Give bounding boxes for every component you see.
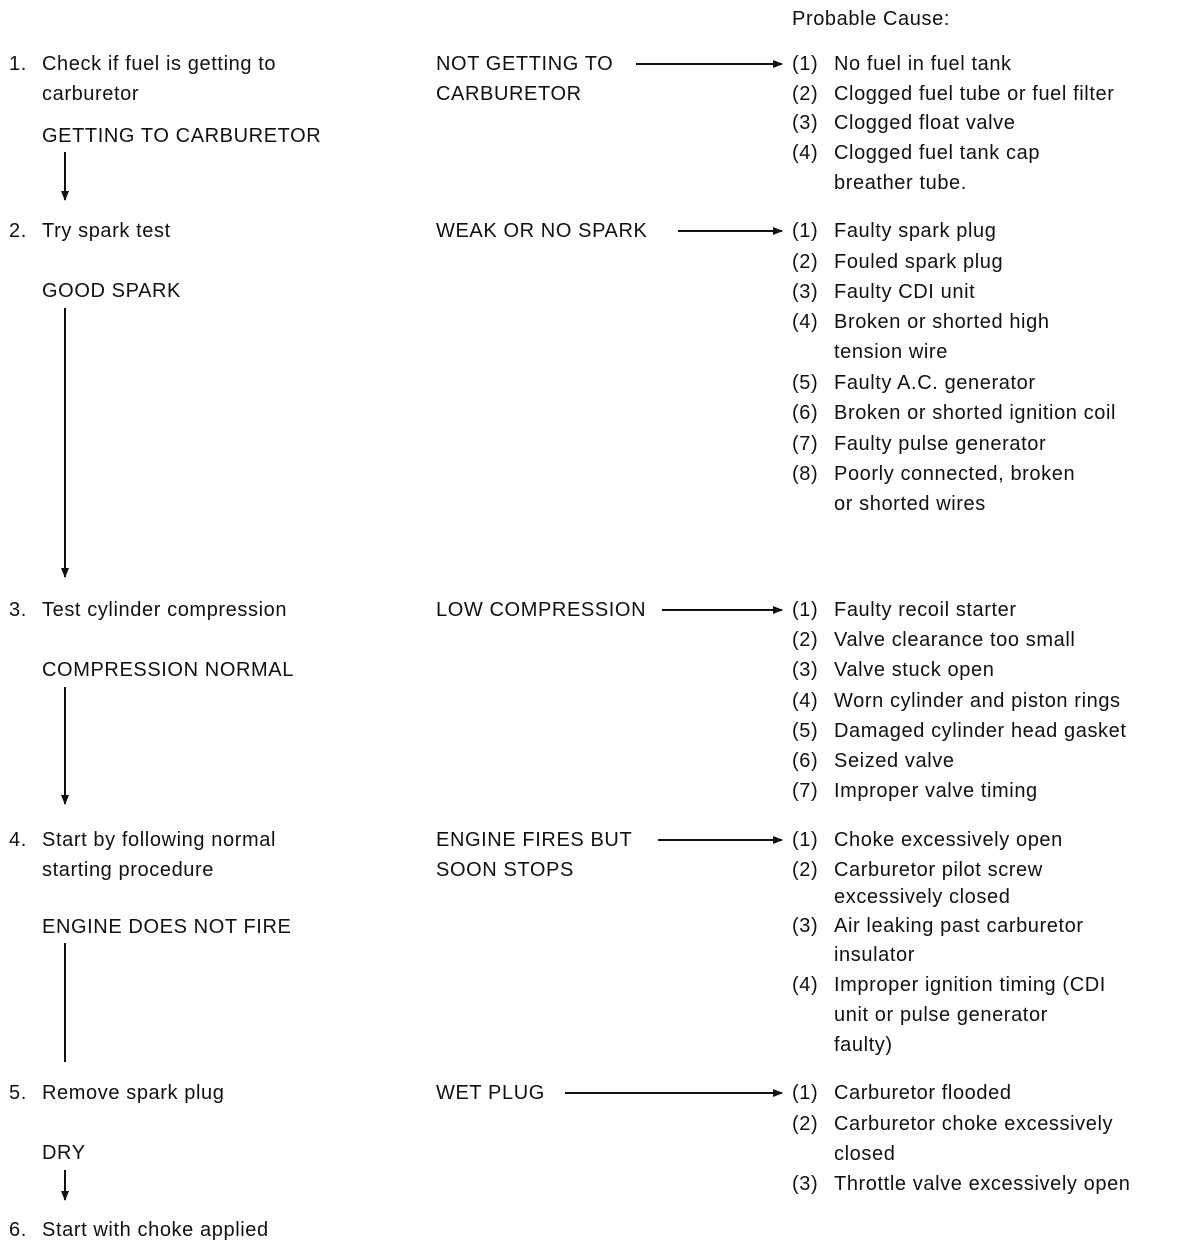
step-3-cause-4-text: Worn cylinder and piston rings (834, 690, 1121, 712)
step-4-cause-4-text-line-2: unit or pulse generator (834, 1004, 1048, 1026)
step-1-number: 1. (9, 53, 27, 75)
step-2-cause-7-text: Faulty pulse generator (834, 433, 1047, 455)
step-2-cause-6-number: (6) (792, 402, 819, 424)
step-4-text-line-1: Start by following normal (42, 829, 276, 851)
step-2-cause-1-text: Faulty spark plug (834, 220, 997, 242)
step-2-cause-4-number: (4) (792, 311, 819, 333)
step-4-cause-3-text-line-2: insulator (834, 944, 915, 966)
step-3-text-line-1: Test cylinder compression (42, 599, 288, 621)
step-5-cause-1-text: Carburetor flooded (834, 1082, 1012, 1104)
step-4-cause-2-number: (2) (792, 859, 819, 881)
step-2-number: 2. (9, 220, 27, 242)
step-5-cause-1-number: (1) (792, 1082, 819, 1104)
step-4-cause-1-text: Choke excessively open (834, 829, 1063, 851)
step-1-fail-line-1: NOT GETTING TO (436, 53, 614, 75)
step-5-cause-3-number: (3) (792, 1173, 819, 1195)
step-2-cause-1-number: (1) (792, 220, 819, 242)
step-1-fail-line-2: CARBURETOR (436, 83, 582, 105)
step-2-cause-7-number: (7) (792, 433, 819, 455)
step-3-cause-2-number: (2) (792, 629, 819, 651)
step-1-text-line-2: carburetor (42, 83, 140, 105)
step-3-cause-5-number: (5) (792, 720, 819, 742)
step-6-text-line-1: Start with choke applied (42, 1219, 269, 1241)
step-4-fail-line-2: SOON STOPS (436, 859, 574, 881)
step-2-cause-8-text-line-2: or shorted wires (834, 493, 986, 515)
step-3-cause-6-text: Seized valve (834, 750, 955, 772)
step-4-text-line-2: starting procedure (42, 859, 215, 881)
step-3-cause-7-number: (7) (792, 780, 819, 802)
step-3-pass-label: COMPRESSION NORMAL (42, 659, 294, 681)
probable-cause-header: Probable Cause: (792, 8, 950, 30)
step-4-cause-4-text-line-3: faulty) (834, 1034, 893, 1056)
step-1-cause-2-text: Clogged fuel tube or fuel filter (834, 83, 1115, 105)
step-1-cause-3-text: Clogged float valve (834, 112, 1016, 134)
step-6-number: 6. (9, 1219, 27, 1241)
step-5-cause-2-text-line-2: closed (834, 1143, 896, 1165)
step-3-number: 3. (9, 599, 27, 621)
step-2-cause-4-text-line-2: tension wire (834, 341, 948, 363)
step-2-cause-4-text-line-1: Broken or shorted high (834, 311, 1050, 333)
step-3-fail-line-1: LOW COMPRESSION (436, 599, 647, 621)
step-2-text-line-1: Try spark test (42, 220, 171, 242)
step-4-cause-2-text-line-2: excessively closed (834, 886, 1011, 908)
step-4-cause-4-number: (4) (792, 974, 819, 996)
step-2-cause-6-text: Broken or shorted ignition coil (834, 402, 1117, 424)
step-4-cause-3-text-line-1: Air leaking past carburetor (834, 915, 1084, 937)
step-5-cause-2-text-line-1: Carburetor choke excessively (834, 1113, 1114, 1135)
step-2-cause-8-text-line-1: Poorly connected, broken (834, 463, 1076, 485)
step-2-cause-5-number: (5) (792, 372, 819, 394)
step-1-cause-3-number: (3) (792, 112, 819, 134)
step-1-cause-1-number: (1) (792, 53, 819, 75)
step-4-pass-label: ENGINE DOES NOT FIRE (42, 916, 292, 938)
step-1-text-line-1: Check if fuel is getting to (42, 53, 277, 75)
step-3-cause-3-text: Valve stuck open (834, 659, 995, 681)
step-4-cause-4-text-line-1: Improper ignition timing (CDI (834, 974, 1106, 996)
step-3-cause-3-number: (3) (792, 659, 819, 681)
step-4-cause-3-number: (3) (792, 915, 819, 937)
step-2-cause-3-text: Faulty CDI unit (834, 281, 976, 303)
step-4-cause-1-number: (1) (792, 829, 819, 851)
step-3-cause-4-number: (4) (792, 690, 819, 712)
step-4-number: 4. (9, 829, 27, 851)
step-3-cause-2-text: Valve clearance too small (834, 629, 1076, 651)
step-2-cause-3-number: (3) (792, 281, 819, 303)
step-5-pass-label: DRY (42, 1142, 86, 1164)
step-1-cause-4-text-line-2: breather tube. (834, 172, 967, 194)
step-5-text-line-1: Remove spark plug (42, 1082, 225, 1104)
step-1-cause-4-number: (4) (792, 142, 819, 164)
step-5-fail-line-1: WET PLUG (436, 1082, 545, 1104)
step-3-cause-1-text: Faulty recoil starter (834, 599, 1017, 621)
step-4-cause-2-text-line-1: Carburetor pilot screw (834, 859, 1043, 881)
step-1-cause-2-number: (2) (792, 83, 819, 105)
step-3-cause-7-text: Improper valve timing (834, 780, 1038, 802)
step-5-cause-3-text: Throttle valve excessively open (834, 1173, 1131, 1195)
step-2-cause-2-text: Fouled spark plug (834, 251, 1004, 273)
step-2-fail-line-1: WEAK OR NO SPARK (436, 220, 648, 242)
step-1-pass-label: GETTING TO CARBURETOR (42, 125, 322, 147)
step-1-cause-1-text: No fuel in fuel tank (834, 53, 1012, 75)
step-3-cause-6-number: (6) (792, 750, 819, 772)
step-2-pass-label: GOOD SPARK (42, 280, 181, 302)
step-2-cause-5-text: Faulty A.C. generator (834, 372, 1036, 394)
step-3-cause-1-number: (1) (792, 599, 819, 621)
step-3-cause-5-text: Damaged cylinder head gasket (834, 720, 1127, 742)
step-1-cause-4-text-line-1: Clogged fuel tank cap (834, 142, 1041, 164)
step-2-cause-8-number: (8) (792, 463, 819, 485)
step-2-cause-2-number: (2) (792, 251, 819, 273)
step-5-cause-2-number: (2) (792, 1113, 819, 1135)
step-4-fail-line-1: ENGINE FIRES BUT (436, 829, 633, 851)
step-5-number: 5. (9, 1082, 27, 1104)
